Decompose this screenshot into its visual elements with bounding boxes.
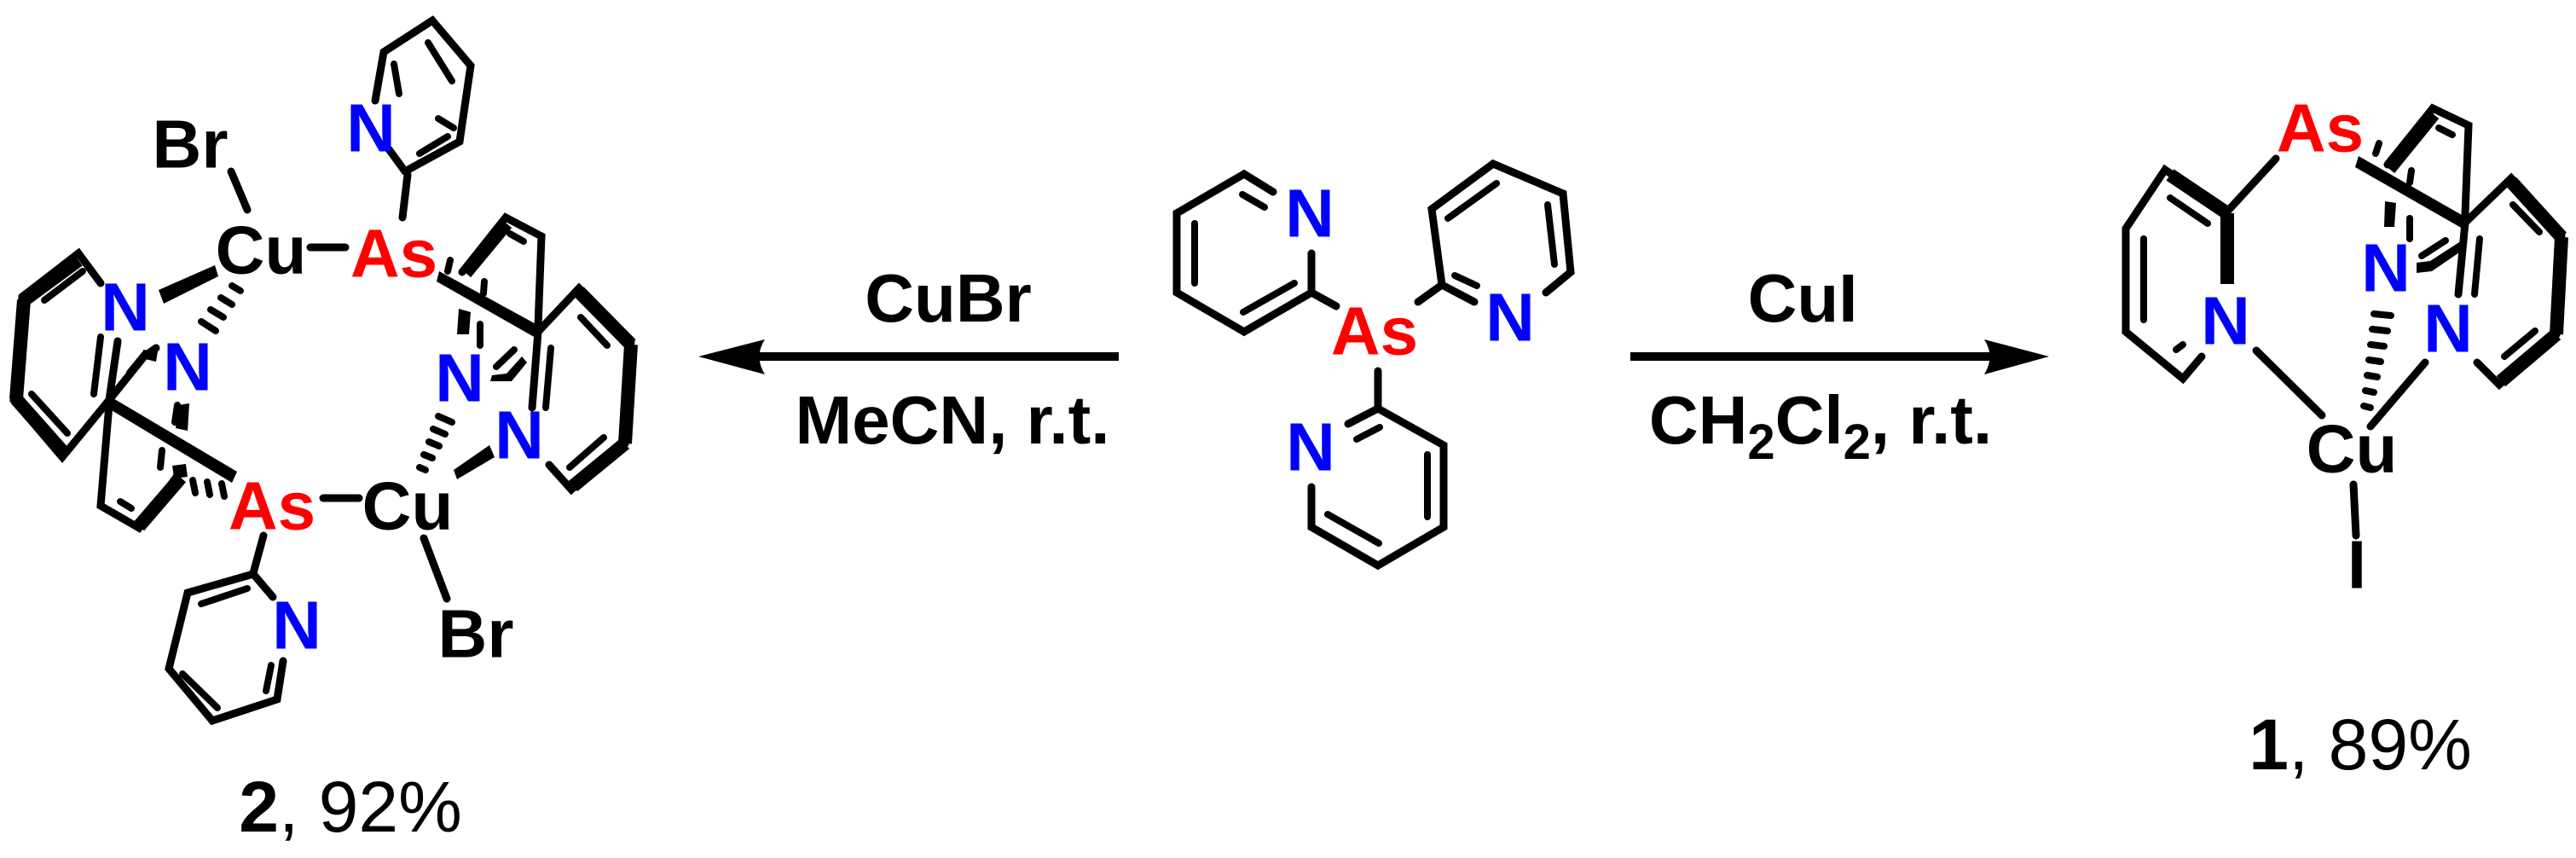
product-2-n-right-lower: N xyxy=(495,397,544,473)
product-1-atom-labels: As Cu I N N N xyxy=(2201,90,2473,603)
product-1-iodine: I xyxy=(2347,527,2366,603)
product-2-cu-top: Cu xyxy=(216,212,307,288)
conditions-rt: , r.t. xyxy=(1871,382,1992,458)
product-2-yield: , 92% xyxy=(279,767,462,847)
product-1-n-right: N xyxy=(2423,291,2473,367)
product-2-n-left-upper: N xyxy=(101,270,150,345)
product-1-structure xyxy=(2122,103,2568,540)
product-1-as: As xyxy=(2277,90,2364,166)
product-2-top-pyridine xyxy=(371,15,475,222)
product-2-label: 2, 92% xyxy=(239,767,462,847)
right-arrow-reagent: CuI xyxy=(1748,260,1858,336)
product-2-n-right-upper: N xyxy=(435,340,484,416)
product-2-structure xyxy=(9,15,638,726)
product-1-label: 1, 89% xyxy=(2249,704,2472,785)
right-arrow-conditions: CH2Cl2, r.t. xyxy=(1649,382,1992,470)
product-2-n-left-lower: N xyxy=(163,329,212,405)
product-2-hash-top xyxy=(198,282,244,334)
conditions-ch: CH xyxy=(1649,382,1748,458)
product-1-n-middle: N xyxy=(2361,230,2411,306)
left-reaction-arrow xyxy=(698,339,1119,374)
conditions-subscript-2: 2 xyxy=(1844,415,1871,470)
product-2-n-bottom-pyridine: N xyxy=(272,588,321,664)
product-2-bottom-pyridine xyxy=(165,531,287,726)
conditions-cl: Cl xyxy=(1775,382,1844,458)
product-2-as-bottom: As xyxy=(229,468,315,544)
product-1-n-left: N xyxy=(2201,283,2250,359)
product-2-cu-bottom: Cu xyxy=(362,468,454,544)
product-2-compound-number: 2 xyxy=(239,767,279,847)
reactant-n-left: N xyxy=(1285,176,1334,252)
left-arrow-conditions: MeCN, r.t. xyxy=(796,382,1110,458)
product-1-cu: Cu xyxy=(2307,411,2398,487)
reactant-n-bottom: N xyxy=(1286,409,1335,485)
product-2-br-bottom: Br xyxy=(438,596,514,672)
product-1-compound-number: 1 xyxy=(2249,704,2289,785)
reactant-n-right: N xyxy=(1485,280,1535,356)
product-1-yield: , 89% xyxy=(2289,704,2472,785)
product-2-atom-labels: Br Cu As N N N N N As Cu Br N xyxy=(101,90,544,672)
conditions-subscript-1: 2 xyxy=(1747,415,1774,470)
reactant-structure xyxy=(1172,159,1575,571)
product-2-as-top: As xyxy=(350,216,437,292)
reactant-atom-labels: As N N N xyxy=(1285,176,1535,485)
product-2-br-top: Br xyxy=(153,107,229,183)
product-2-hash-bottom xyxy=(416,413,455,473)
product-1-hash xyxy=(2360,310,2394,411)
left-arrow-reagent: CuBr xyxy=(865,260,1032,336)
reactant-as: As xyxy=(1331,293,1418,369)
product-2-n-top-pyridine: N xyxy=(346,90,396,166)
right-reaction-arrow xyxy=(1630,339,2049,374)
